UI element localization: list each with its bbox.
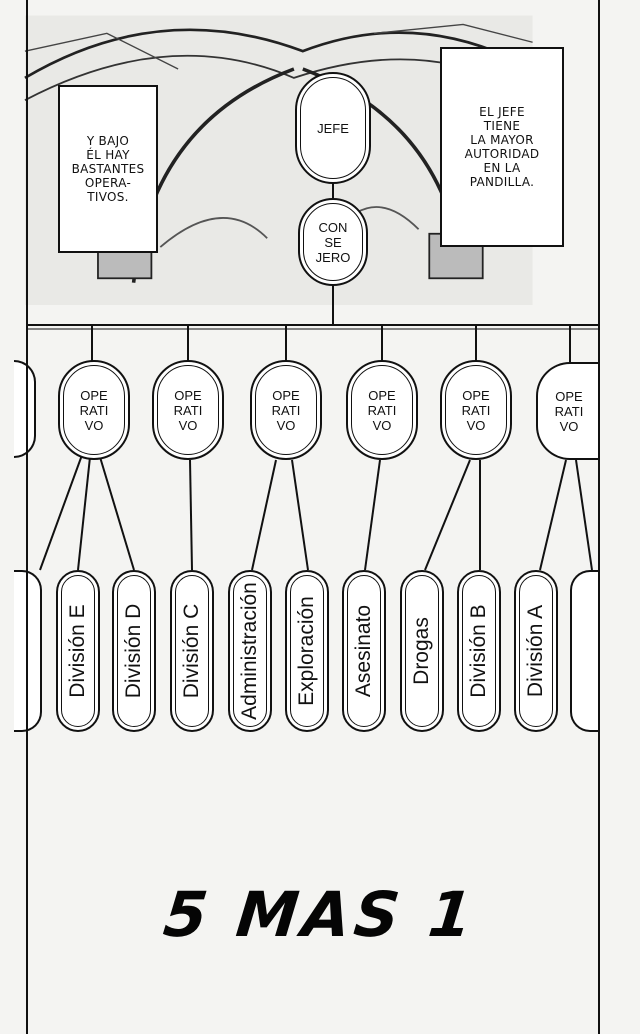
operative-node: OPE RATI VO [152,360,224,460]
operative-label: OPE RATI VO [271,387,301,433]
operative-node: OPE RATI VO [346,360,418,460]
advisor-label: CON SE JERO [315,219,351,265]
division-box-partial [14,570,42,732]
chapter-title: 5 MAS 1 [160,878,480,951]
division-box: Administración [228,570,272,732]
operative-label: OPE RATI VO [554,388,584,434]
caption-box-left: Y BAJO ÉL HAY BASTANTES OPERA- TIVOS. [58,85,158,253]
caption-box-right: EL JEFE TIENE LA MAYOR AUTORIDAD EN LA P… [440,47,564,247]
division-box: Drogas [400,570,444,732]
division-box: Asesinato [342,570,386,732]
operative-node: OPE RATI VO [250,360,322,460]
operative-node: OPE RATI VO [58,360,130,460]
operative-label: OPE RATI VO [173,387,203,433]
division-box: División B [457,570,501,732]
boss-label: JEFE [317,120,349,136]
caption-left-text: Y BAJO ÉL HAY BASTANTES OPERA- TIVOS. [71,134,145,204]
division-box: División E [56,570,100,732]
advisor-node: CON SE JERO [298,198,368,286]
operative-node: OPE RATI VO [440,360,512,460]
org-chart-connectors [28,182,598,571]
division-box: División D [112,570,156,732]
division-box: División C [170,570,214,732]
operative-node: OPE RATI VO [536,362,600,460]
operative-label: OPE RATI VO [367,387,397,433]
boss-node: JEFE [295,72,371,184]
operative-label: OPE RATI VO [461,387,491,433]
caption-right-text: EL JEFE TIENE LA MAYOR AUTORIDAD EN LA P… [464,105,540,189]
division-box: División A [514,570,558,732]
panel-border [26,0,600,1034]
division-box-partial [570,570,600,732]
division-box: Exploración [285,570,329,732]
operative-label: OPE RATI VO [79,387,109,433]
